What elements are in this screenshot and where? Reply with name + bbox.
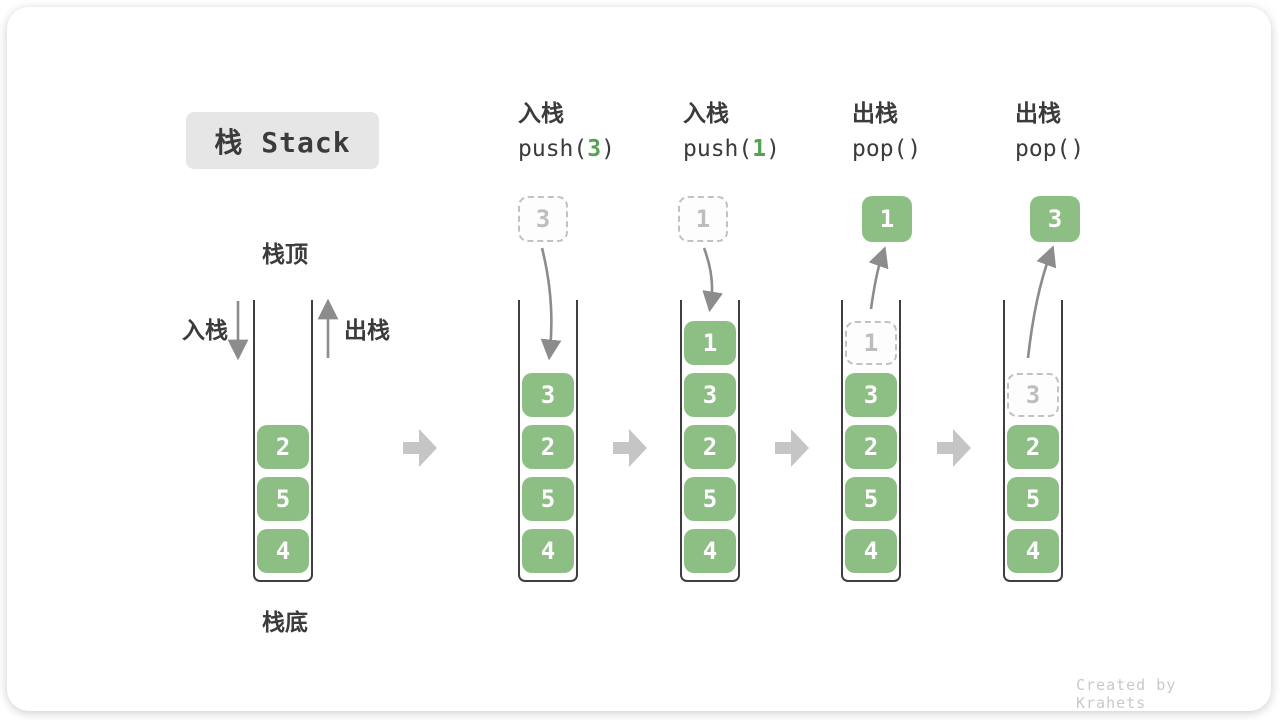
header-push-1: 入栈 push(1) bbox=[683, 101, 843, 163]
header-pop-1: 出栈 pop() bbox=[852, 101, 1012, 163]
stack-value-box: 5 bbox=[257, 477, 309, 521]
op-name: 入栈 bbox=[518, 101, 564, 127]
popped-value-box: 1 bbox=[862, 196, 912, 242]
op-code: push(3) bbox=[518, 136, 615, 163]
stack-value-box: 3 bbox=[845, 373, 897, 417]
stack-value-box: 4 bbox=[257, 529, 309, 573]
op-name: 出栈 bbox=[852, 101, 898, 127]
op-code: pop() bbox=[1015, 136, 1085, 163]
stack-value-box: 1 bbox=[684, 321, 736, 365]
op-name: 出栈 bbox=[1015, 101, 1061, 127]
op-name: 入栈 bbox=[683, 101, 729, 127]
popped-slot-box: 3 bbox=[1007, 373, 1059, 417]
step-arrow-4 bbox=[937, 429, 971, 467]
push-1-arrow bbox=[702, 247, 723, 313]
push-direction-label: 入栈 bbox=[182, 318, 228, 344]
stack-value-box: 5 bbox=[684, 477, 736, 521]
stack-value-box: 3 bbox=[522, 373, 574, 417]
stack-value-box: 5 bbox=[845, 477, 897, 521]
stack-value-box: 2 bbox=[845, 425, 897, 469]
stack-value-box: 2 bbox=[522, 425, 574, 469]
stack-value-box: 4 bbox=[684, 529, 736, 573]
op-arg: 3 bbox=[587, 136, 602, 163]
step-arrow-2 bbox=[613, 429, 647, 467]
op-code: push(1) bbox=[683, 136, 780, 163]
stack-value-box: 4 bbox=[1007, 529, 1059, 573]
step-arrow-1 bbox=[403, 429, 437, 467]
popped-value-box: 3 bbox=[1030, 196, 1080, 242]
step-arrow-3 bbox=[775, 429, 809, 467]
stack-value-box: 5 bbox=[1007, 477, 1059, 521]
pop-direction-label: 出栈 bbox=[344, 318, 390, 344]
stack-bottom-label: 栈底 bbox=[262, 610, 308, 636]
stack-value-box: 2 bbox=[684, 425, 736, 469]
popped-slot-box: 1 bbox=[845, 321, 897, 365]
op-code: pop() bbox=[852, 136, 922, 163]
header-pop-3: 出栈 pop() bbox=[1015, 101, 1175, 163]
stack-value-box: 5 bbox=[522, 477, 574, 521]
incoming-value-box: 3 bbox=[518, 196, 568, 242]
stack-value-box: 3 bbox=[684, 373, 736, 417]
stack-value-box: 4 bbox=[845, 529, 897, 573]
stack-top-label: 栈顶 bbox=[262, 242, 308, 268]
stack-value-box: 4 bbox=[522, 529, 574, 573]
header-push-3: 入栈 push(3) bbox=[518, 101, 678, 163]
diagram-title: 栈 Stack bbox=[186, 112, 379, 169]
watermark: Created by Krahets bbox=[1076, 676, 1177, 712]
op-arg: 1 bbox=[752, 136, 767, 163]
incoming-value-box: 1 bbox=[678, 196, 728, 242]
stack-value-box: 2 bbox=[1007, 425, 1059, 469]
stack-value-box: 2 bbox=[257, 425, 309, 469]
